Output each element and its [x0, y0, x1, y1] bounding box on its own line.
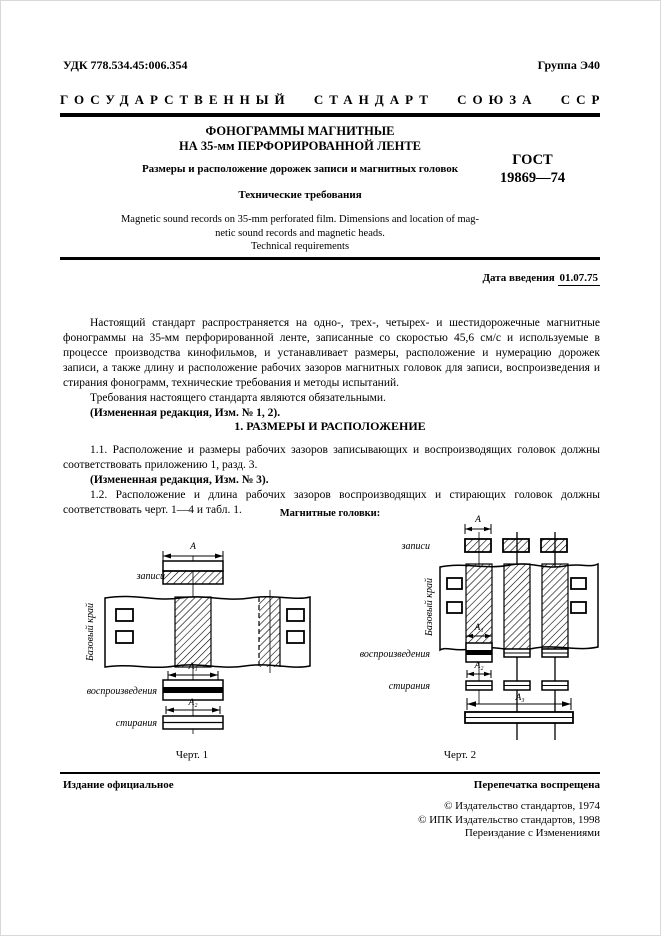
- reprint-forbidden-label: Перепечатка воспрещена: [473, 779, 600, 791]
- gost-label: ГОСТ: [512, 152, 553, 168]
- fig2-full-width-erase-head: [464, 711, 574, 724]
- copyright-block: © Издательство стандартов, 1974 © ИПК Из…: [280, 800, 600, 841]
- udk-code: УДК 778.534.45:006.354: [63, 58, 188, 72]
- fig1-record-label: записи: [136, 571, 165, 582]
- fig1-perforation: [286, 630, 305, 644]
- fig2-dimension-a1: А₁: [465, 623, 493, 640]
- reissue-note: Переиздание с Изменениями: [464, 827, 600, 839]
- clause-1-1: 1.1. Расположение и размеры рабочих зазо…: [63, 444, 600, 471]
- fig2-track-2: [503, 563, 531, 650]
- fig2-dim-a1-label: А₁: [473, 623, 483, 633]
- fig2-record-heads: [464, 538, 568, 553]
- fig1-record-head: [162, 560, 224, 585]
- fig2-record-label: записи: [401, 541, 430, 552]
- fig1-erase-label: стирания: [116, 718, 158, 729]
- fig2-erase-heads: [465, 680, 569, 691]
- footer-rule: [60, 772, 600, 774]
- copyright-line-1998: © ИПК Издательство стандартов, 1998: [418, 813, 600, 826]
- fig2-dim-a3-label: А₃: [514, 693, 524, 703]
- heading-rule: [60, 113, 600, 117]
- fig2-dimension-a: А: [464, 515, 492, 534]
- effective-date: Дата введения 01.07.75: [482, 272, 600, 286]
- english-line3: Technical requirements: [250, 241, 350, 252]
- fig1-dim-a-label: А: [189, 542, 196, 552]
- intro-amendment-note: (Измененная редакция, Изм. № 1, 2).: [90, 407, 281, 419]
- intro-paragraph-mandatory: Требования настоящего стандарта являются…: [90, 392, 386, 404]
- fig2-perforation: [570, 577, 587, 590]
- standard-title-line1: ФОНОГРАММЫ МАГНИТНЫЕ: [205, 124, 395, 138]
- fig2-dimension-a2: А₂: [466, 661, 492, 678]
- fig1-dim-a1-label: А₁: [187, 662, 197, 672]
- english-line1: Magnetic sound records on 35-mm perforat…: [120, 214, 480, 225]
- fig2-perforation: [570, 601, 587, 614]
- section-1-body: 1.1. Расположение и размеры рабочих зазо…: [63, 443, 600, 518]
- group-code: Группа Э40: [537, 58, 600, 72]
- effective-date-label: Дата введения: [482, 272, 555, 284]
- fig1-perforation: [115, 630, 134, 644]
- fig2-perforation: [446, 577, 463, 590]
- fig1-dimension-a: А: [162, 542, 224, 562]
- figure-1-drawing: А записи Базовый край: [85, 542, 311, 734]
- fig1-erase-head: [162, 715, 224, 730]
- fig2-playback-label: воспроизведения: [360, 649, 431, 660]
- fig2-dim-a2-label: А₂: [473, 661, 484, 671]
- abstract-rule: [60, 257, 600, 260]
- fig1-dimension-a2: А₂: [165, 698, 221, 714]
- gost-number: 19869—74: [499, 170, 566, 186]
- fig1-playback-label: воспроизведения: [87, 686, 158, 697]
- fig1-perforation: [115, 608, 134, 622]
- magnetic-heads-label: Магнитные головки:: [279, 508, 381, 519]
- official-edition-label: Издание официальное: [63, 779, 174, 791]
- fig1-film-strip: [104, 590, 311, 673]
- clause-1-2: 1.2. Расположение и длина рабочих зазоро…: [63, 489, 600, 516]
- english-line2: netic sound records and magnetic heads.: [215, 227, 385, 239]
- fig2-playback-heads: [465, 642, 569, 663]
- fig1-base-edge-label: Базовый край: [85, 603, 96, 662]
- section-1-heading: 1. РАЗМЕРЫ И РАСПОЛОЖЕНИЕ: [234, 419, 426, 433]
- effective-date-value: 01.07.75: [557, 272, 600, 286]
- fig2-dim-a-label: А: [474, 515, 481, 525]
- fig1-dim-a2-label: А₂: [187, 698, 198, 708]
- technical-requirements-label: Технические требования: [238, 189, 362, 201]
- gost-designation: ГОСТ 19869—74: [465, 151, 600, 187]
- standard-subtitle: Размеры и расположение дорожек записи и …: [141, 163, 459, 175]
- standard-title-line2: НА 35-мм ПЕРФОРИРОВАННОЙ ЛЕНТЕ: [178, 139, 422, 153]
- fig1-track-2: [259, 597, 280, 667]
- fig2-base-edge-label: Базовый край: [424, 578, 435, 637]
- fig1-perforation: [286, 608, 305, 622]
- fig1-dimension-a1: А₁: [167, 662, 219, 680]
- figure-2-drawing: А записи Базовый край А₁: [360, 515, 599, 740]
- fig2-film-strip: [439, 562, 599, 652]
- fig2-erase-label: стирания: [389, 681, 431, 692]
- fig2-track-3: [541, 563, 569, 650]
- intro-paragraphs: Настоящий стандарт распространяется на о…: [63, 316, 600, 421]
- fig1-playback-head: [162, 679, 224, 701]
- fig2-dimension-a3: А₃: [466, 693, 572, 710]
- state-standard-heading: ГОСУДАРСТВЕННЫЙ СТАНДАРТ СОЮЗА ССР: [60, 92, 606, 107]
- fig1-track-1: [174, 596, 212, 668]
- english-abstract: Magnetic sound records on 35-mm perforat…: [60, 213, 540, 254]
- figure-2-caption: Черт. 2: [443, 749, 477, 761]
- copyright-line-1974: © Издательство стандартов, 1974: [444, 800, 600, 812]
- intro-paragraph-scope: Настоящий стандарт распространяется на о…: [63, 317, 600, 389]
- figure-1-caption: Черт. 1: [175, 749, 209, 761]
- clause-1-1-amendment: (Измененная редакция, Изм. № 3).: [90, 474, 269, 486]
- fig2-perforation: [446, 601, 463, 614]
